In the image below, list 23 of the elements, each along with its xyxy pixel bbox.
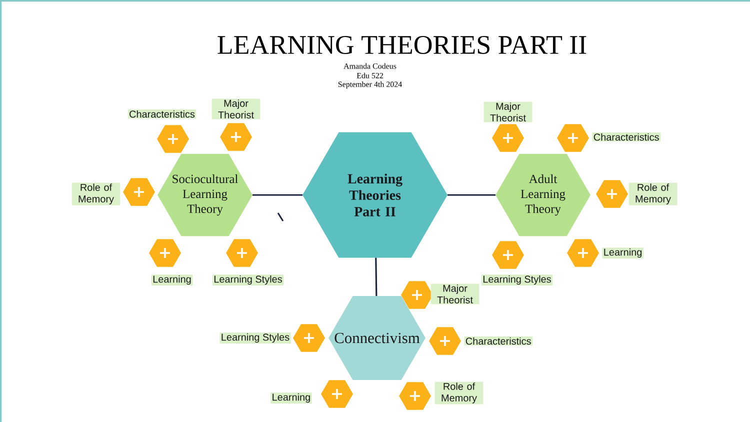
highlight-label: Major Theorist (430, 284, 480, 304)
title: LEARNING THEORIES PART II (218, 36, 586, 54)
highlight-label: Characteristics (464, 336, 532, 346)
highlight-label: Role of Memory (72, 182, 120, 206)
connector-line (375, 258, 378, 296)
topic-hexagon: Learning Theories Part II (302, 132, 448, 258)
highlight-label: Major Theorist (484, 102, 532, 122)
topic-hexagon: Adult Learning Theory (496, 154, 590, 236)
highlight-label: Learning Styles (220, 332, 291, 344)
highlight-label: Characteristics (128, 110, 196, 118)
highlight-label: Characteristics (592, 132, 660, 142)
highlight-label: Learning (151, 274, 193, 286)
highlight-label: Role of Memory (628, 182, 678, 206)
highlight-label: Role of Memory (434, 382, 484, 404)
topic-hexagon: Sociocultural Learning Theory (158, 154, 252, 236)
highlight-label: Learning (602, 248, 644, 258)
highlight-label: Learning (270, 392, 312, 404)
highlight-label: Learning Styles (212, 274, 284, 286)
highlight-label: Major Theorist (212, 98, 260, 120)
topic-hexagon: Connectivism (328, 296, 426, 380)
connector-line (252, 194, 302, 196)
connector-line (448, 194, 496, 196)
highlight-label: Learning Styles (481, 274, 553, 286)
